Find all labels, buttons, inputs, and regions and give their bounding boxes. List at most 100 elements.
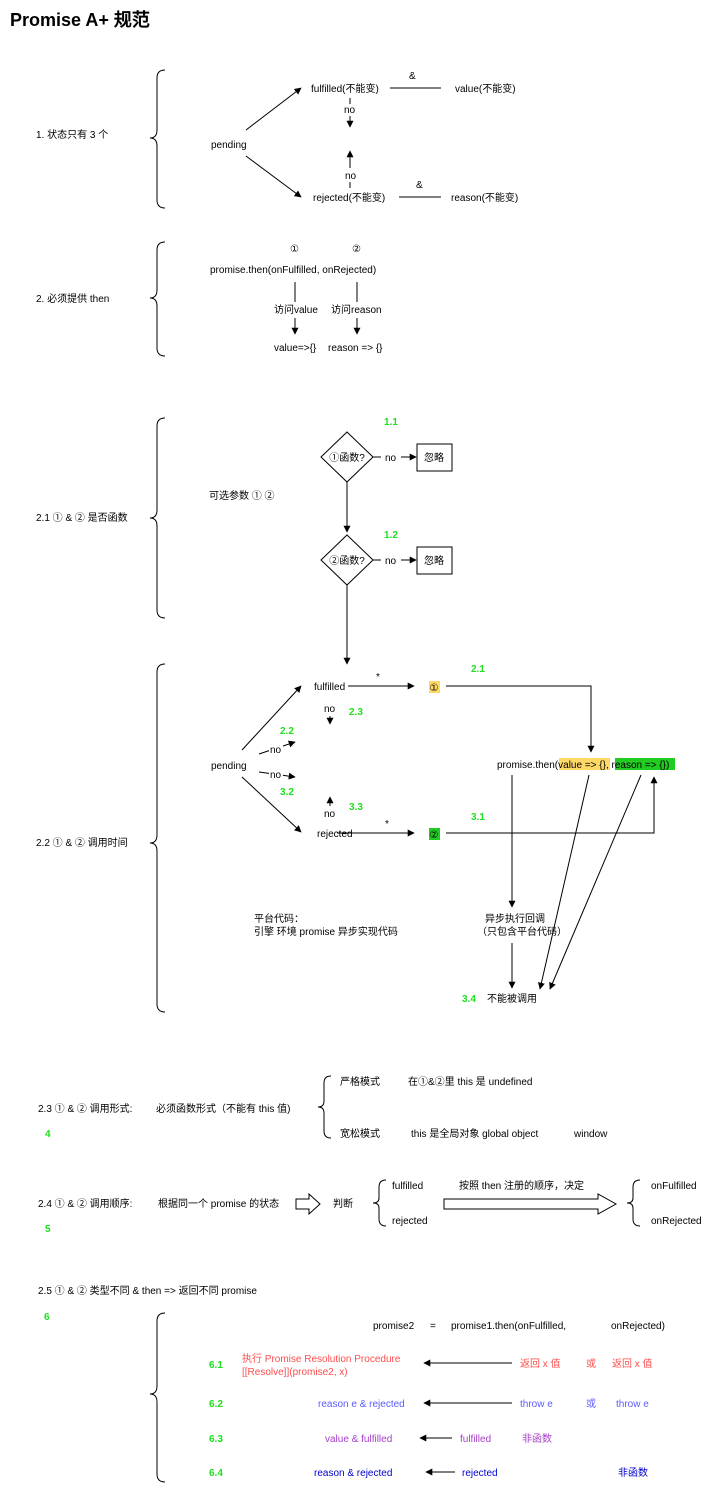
s22-then-suffix: ) — [666, 760, 669, 771]
c2-highlight — [429, 828, 440, 840]
s21-ignore-1: 忽略 — [424, 451, 444, 464]
s25-num: 6 — [44, 1312, 50, 1323]
s21-d2: ②函数? — [329, 554, 365, 567]
s24-on-fulfilled: onFulfilled — [651, 1181, 697, 1192]
s25-r61-left-1: 执行 Promise Resolution Procedure — [242, 1352, 401, 1365]
s22-then-sep: , — [606, 760, 612, 771]
s22-no-23: no — [324, 704, 336, 715]
s22-c1: ① — [430, 683, 439, 694]
s21-no-2: no — [385, 556, 397, 567]
s25-r63-a: fulfilled — [460, 1434, 491, 1445]
s22-async-1: 异步执行回调 — [485, 912, 545, 925]
s22-no-22: no — [270, 745, 282, 756]
s22-num-22: 2.2 — [280, 726, 294, 737]
section-2-label: 2. 必须提供 then — [36, 292, 109, 305]
s2-visit-reason: 访问reason — [331, 303, 382, 316]
section-1-brace — [149, 69, 166, 209]
s24-num: 5 — [45, 1224, 51, 1235]
s22-no-32: no — [270, 770, 282, 781]
section-2-5-brace — [149, 1312, 166, 1483]
s1-value: value(不能变) — [455, 82, 516, 95]
arrow-pending-fulfilled — [245, 87, 302, 131]
s25-r62-num: 6.2 — [209, 1399, 223, 1410]
arrow-value-cannot — [537, 774, 590, 990]
s25-r61-left-2: [[Resolve]](promise2, x) — [242, 1367, 348, 1378]
s1-amp-top: & — [409, 71, 416, 82]
s1-no-top: no — [344, 105, 356, 116]
s21-optional: 可选参数 ① ② — [209, 489, 275, 502]
mask-no-22 — [269, 744, 283, 754]
s2-value-fn: value=>{} — [274, 343, 317, 354]
section-2-1-label: 2.1 ① & ② 是否函数 — [36, 511, 128, 524]
s1-rejected: rejected(不能变) — [313, 191, 385, 204]
s24-rejected: rejected — [392, 1216, 428, 1227]
s2-circle-2: ② — [352, 244, 361, 255]
s25-header-promise2: promise2 — [373, 1321, 415, 1332]
s25-header-eq: = — [430, 1321, 436, 1332]
s23-strict-desc: 在①&②里 this 是 undefined — [408, 1076, 533, 1088]
box-ignore-2 — [416, 546, 453, 575]
s1-pending: pending — [211, 140, 247, 151]
s22-star-bottom: * — [385, 819, 389, 830]
arrow-pending-rejected — [245, 155, 302, 198]
s25-r62-left: reason e & rejected — [318, 1399, 405, 1410]
s1-no-bottom: no — [345, 171, 357, 182]
mask-no-2 — [381, 555, 401, 566]
section-1-states: 1. 状态只有 3 个 pending fulfilled(不能变) rejec… — [36, 69, 518, 209]
section-2-2-brace — [149, 663, 166, 1013]
s25-r62-or: 或 — [586, 1398, 596, 1410]
section-2-3-call-form: 2.3 ① & ② 调用形式: 必须函数形式（不能有 this 值) 4 严格模… — [38, 1075, 608, 1140]
s21-d1: ①函数? — [329, 451, 365, 464]
s25-r64-b: 非函数 — [618, 1466, 648, 1479]
s24-rule: 根据同一个 promise 的状态 — [158, 1197, 279, 1210]
s1-reason: reason(不能变) — [451, 191, 518, 204]
s1-amp-bottom: & — [416, 180, 423, 191]
s25-r61-or: 或 — [586, 1358, 596, 1370]
box-ignore-1 — [416, 443, 453, 472]
s24-order: 按照 then 注册的顺序，决定 — [459, 1179, 584, 1192]
s22-no-33: no — [324, 809, 336, 820]
s22-platform-1: 平台代码： — [254, 912, 304, 925]
s22-async-2: （只包含平台代码） — [477, 925, 567, 938]
section-2-4-brace-left — [372, 1179, 387, 1227]
s22-star-top: * — [376, 672, 380, 683]
s25-r64-num: 6.4 — [209, 1468, 223, 1479]
s25-r61-b: 返回 x 值 — [612, 1357, 653, 1370]
s23-rule: 必须函数形式（不能有 this 值) — [156, 1102, 290, 1115]
s22-then-prefix: promise.then( — [497, 760, 559, 771]
arrow-pending-fulfilled-2 — [241, 685, 302, 751]
section-2-2-call-time: 2.2 ① & ② 调用时间 pending no no 2.2 3.2 ful… — [36, 663, 675, 1013]
s25-header-onrejected: onRejected) — [611, 1321, 665, 1332]
s23-loose-desc: this 是全局对象 global object — [411, 1127, 538, 1140]
s21-no-1: no — [385, 453, 397, 464]
s25-r62-a: throw e — [520, 1399, 553, 1410]
section-1-label: 1. 状态只有 3 个 — [36, 128, 108, 141]
s25-r61-a: 返回 x 值 — [520, 1357, 561, 1370]
s22-c2: ② — [430, 830, 439, 841]
small-block-arrow — [295, 1192, 321, 1216]
s25-r64-a: rejected — [462, 1468, 498, 1479]
arrow-c2-then — [446, 776, 658, 834]
s22-rejected: rejected — [317, 829, 353, 840]
s23-num: 4 — [45, 1129, 51, 1140]
section-2-4-brace-right — [626, 1179, 641, 1227]
section-2-3-label: 2.3 ① & ② 调用形式: — [38, 1102, 132, 1115]
s1-fulfilled: fulfilled(不能变) — [311, 82, 379, 95]
s2-circle-1: ① — [290, 244, 299, 255]
s25-header-then: promise1.then(onFulfilled, — [451, 1321, 566, 1332]
s25-r61-num: 6.1 — [209, 1360, 223, 1371]
section-2-3-brace — [317, 1075, 332, 1139]
section-2-brace — [149, 241, 166, 357]
s25-r63-num: 6.3 — [209, 1434, 223, 1445]
s2-visit-value: 访问value — [274, 303, 318, 316]
arrow-c1-then — [446, 685, 595, 753]
mask-no-1 — [381, 452, 401, 463]
s2-reason-fn: reason => {} — [328, 343, 383, 354]
s24-on-rejected: onRejected — [651, 1216, 702, 1227]
s24-judge: 判断 — [333, 1197, 353, 1210]
s22-then-call: promise.then(value => {}, reason => {}) — [497, 760, 669, 771]
section-2-4-call-order: 2.4 ① & ② 调用顺序: 根据同一个 promise 的状态 5 判断 f… — [38, 1179, 702, 1235]
section-2-5-return-promise: 2.5 ① & ② 类型不同 & then => 返回不同 promise 6 … — [38, 1284, 665, 1483]
s23-strict: 严格模式 — [340, 1075, 380, 1088]
